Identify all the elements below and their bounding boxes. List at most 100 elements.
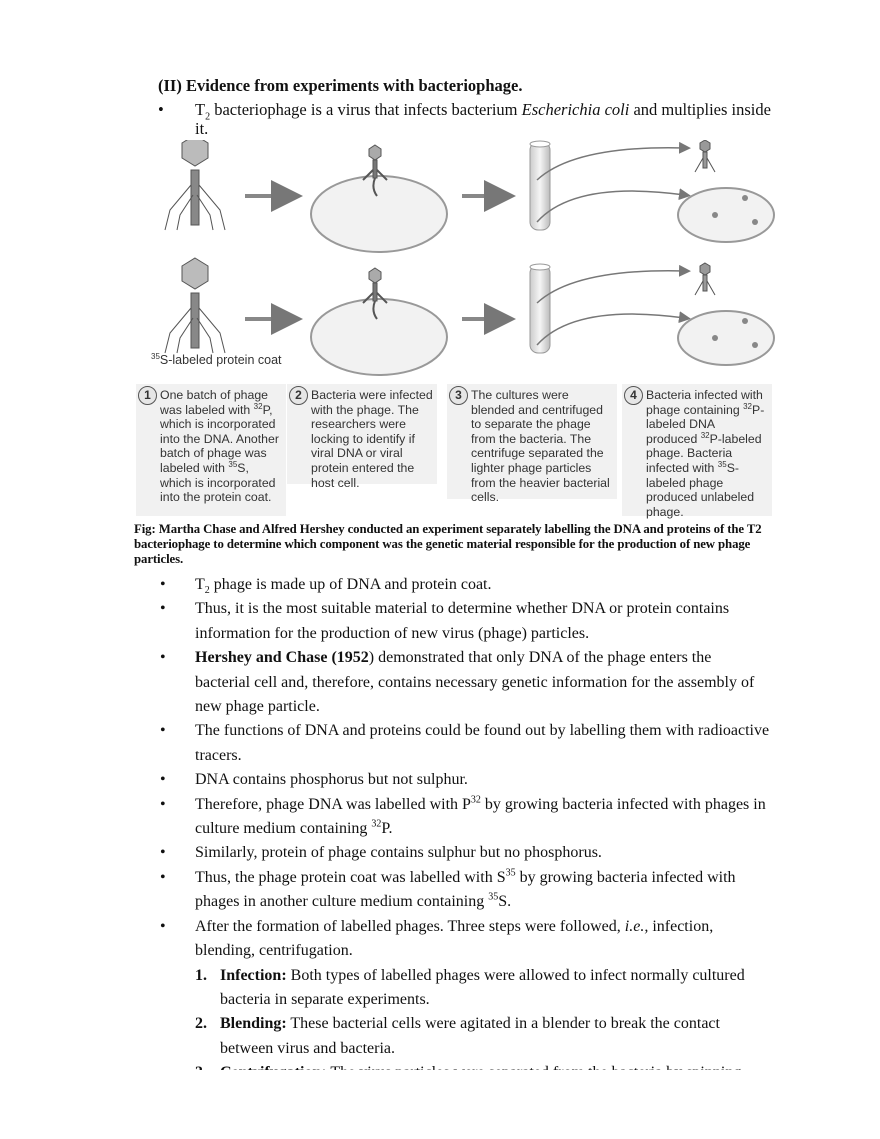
item-number: 1. [195,966,207,984]
text-segment: Hershey and Chase (1952 [195,649,369,667]
text-segment: Centrifugation: [220,1064,327,1070]
section-heading: (II) Evidence from experiments with bact… [158,76,523,95]
supscript: 35 [228,459,238,469]
figure-step-2: 2 Bacteria were infected with the phage.… [287,384,437,490]
item-number: 3. [195,1061,207,1070]
bullet-icon: • [160,795,166,813]
text-segment: Bacteria infected with phage containing [646,388,763,417]
supscript: 35 [488,891,499,903]
text-segment: T [195,576,205,593]
item-text: Similarly, protein of phage contains sul… [195,844,602,861]
bullet-icon: • [158,100,164,119]
text-segment: by growing bacteria infected with phages… [195,795,766,838]
item-text: Therefore, phage DNA was labelled with P… [195,794,766,838]
text-segment: Therefore, phage DNA was labelled with P [195,795,471,813]
figure-step-3: 3 The cultures were blended and centrifu… [447,384,617,504]
step-number: 4 [624,386,643,405]
supscript: 35 [151,351,160,361]
text-segment: S, which is incorporated into the protei… [160,460,276,505]
text-segment: Infection: [220,966,287,984]
text-segment: P. [381,820,393,838]
hershey-chase-figure [135,140,775,380]
text-segment: P, which is incorporated into the DNA. A… [160,402,279,475]
numbered-item: 2. Blending: These bacterial cells were a… [160,1012,770,1061]
step-text: The cultures were blended and centrifuge… [471,388,610,504]
figure-label: 35S-labeled protein coat [151,351,282,367]
figure-caption: Fig: Martha Chase and Alfred Hershey con… [134,522,762,566]
step-number: 1 [138,386,157,405]
list-item: • Therefore, phage DNA was labelled with … [160,793,770,842]
bullet-icon: • [160,649,166,667]
supscript: 32 [371,818,382,830]
intro-bullet: • T2 bacteriophage is a virus that infec… [158,100,778,138]
text-segment: Escherichia coli [521,100,630,119]
item-text: Thus, the phage protein coat was labelle… [195,867,736,911]
list-item: • T2 phage is made up of DNA and protein … [160,573,770,597]
supscript: 32 [743,401,752,411]
step-text: Bacteria were infected with the phage. T… [311,388,433,490]
item-text: Blending: These bacterial cells were agi… [220,1015,720,1056]
subscript: 2 [204,585,210,597]
text-segment: phage is made up of DNA and protein coat… [209,576,492,593]
text-segment: by growing bacteria infected with phages… [195,868,736,911]
subscript: 2 [205,111,211,123]
step-number: 3 [449,386,468,405]
item-text: DNA contains phosphorus but not sulphur. [195,771,468,788]
experiment-row-dna [164,140,775,253]
text-segment: Bacteria were infected with the phage. T… [311,388,433,490]
step-number: 2 [289,386,308,405]
progeny-phage-icon [694,140,716,173]
text-segment: P-labeled phage. Bacteria infected with [646,431,762,475]
list-item: • Similarly, protein of phage contains su… [160,841,770,865]
text-segment: The cultures were blended and centrifuge… [471,388,610,505]
text-segment: Both types of labelled phages were allow… [220,966,745,1008]
bullet-icon: • [160,917,166,935]
text-segment: Similarly, protein of phage contains sul… [195,844,602,862]
bullet-list: • T2 phage is made up of DNA and protein … [160,573,770,1070]
bullet-icon: • [160,600,166,618]
text-segment: Thus, it is the most suitable material t… [195,600,730,642]
text-segment: One batch of phage was labeled with [160,388,269,417]
list-item: • Thus, it is the most suitable material … [160,597,770,646]
list-item: •DNA contains phosphorus but not sulphur… [160,768,770,792]
bullet-icon: • [160,844,166,862]
text-segment: infection, blending, centrifugation. [195,917,714,960]
item-text: T2 phage is made up of DNA and protein c… [195,576,492,597]
supscript: 35 [505,867,516,879]
item-text: Hershey and Chase (1952) demonstrated th… [195,649,754,715]
text-segment: ) demonstrated that only DNA of the phag… [195,649,755,716]
text-segment: S. [498,893,512,911]
text-segment: bacteriophage is a virus that infects ba… [210,100,522,119]
figure-step-4: 4 Bacteria infected with phage containin… [622,384,772,519]
item-text: After the formation of labelled phages. … [195,918,713,959]
text-segment: DNA contains phosphorus but not sulphur. [195,771,468,789]
step-text: One batch of phage was labeled with 32P,… [160,388,279,504]
item-text: Centrifugation: The virus particles were… [220,1064,741,1070]
text-segment: i.e., [624,917,649,935]
list-item: •The functions of DNA and proteins could… [160,719,770,768]
bullet-icon: • [160,576,166,593]
step-text: Bacteria infected with phage containing … [646,388,764,519]
item-text: Infection: Both types of labelled phages… [220,967,745,1008]
text-segment: These bacterial cells were agitated in a… [220,1015,720,1057]
text-segment: S-labeled phage produced unlabeled phage… [646,460,755,519]
numbered-item: 1. Infection: Both types of labelled phag… [160,964,770,1013]
text-segment: Blending: [220,1015,287,1033]
text-segment: T [195,100,206,119]
supscript: 32 [700,430,710,440]
text-segment: After the formation of labelled phages. … [195,917,625,935]
text-segment: The virus particles were separated from … [327,1064,741,1070]
supscript: 32 [470,794,481,806]
supscript: 35 [717,459,727,469]
text-segment: S-labeled protein coat [159,353,282,367]
supscript: 32 [253,401,263,411]
intro-text: T2 bacteriophage is a virus that infects… [195,100,778,138]
item-number: 2. [195,1015,207,1033]
text-segment: The functions of DNA and proteins could … [195,722,770,764]
bullet-icon: • [160,868,166,886]
text-segment: Thus, the phage protein coat was labelle… [195,868,506,886]
item-text: Thus, it is the most suitable material t… [195,600,729,641]
text-segment: P-labeled DNA produced [646,402,765,446]
numbered-item: 3. Centrifugation: The virus particles we… [160,1061,770,1070]
figure-step-1: 1 One batch of phage was labeled with 32… [136,384,286,516]
